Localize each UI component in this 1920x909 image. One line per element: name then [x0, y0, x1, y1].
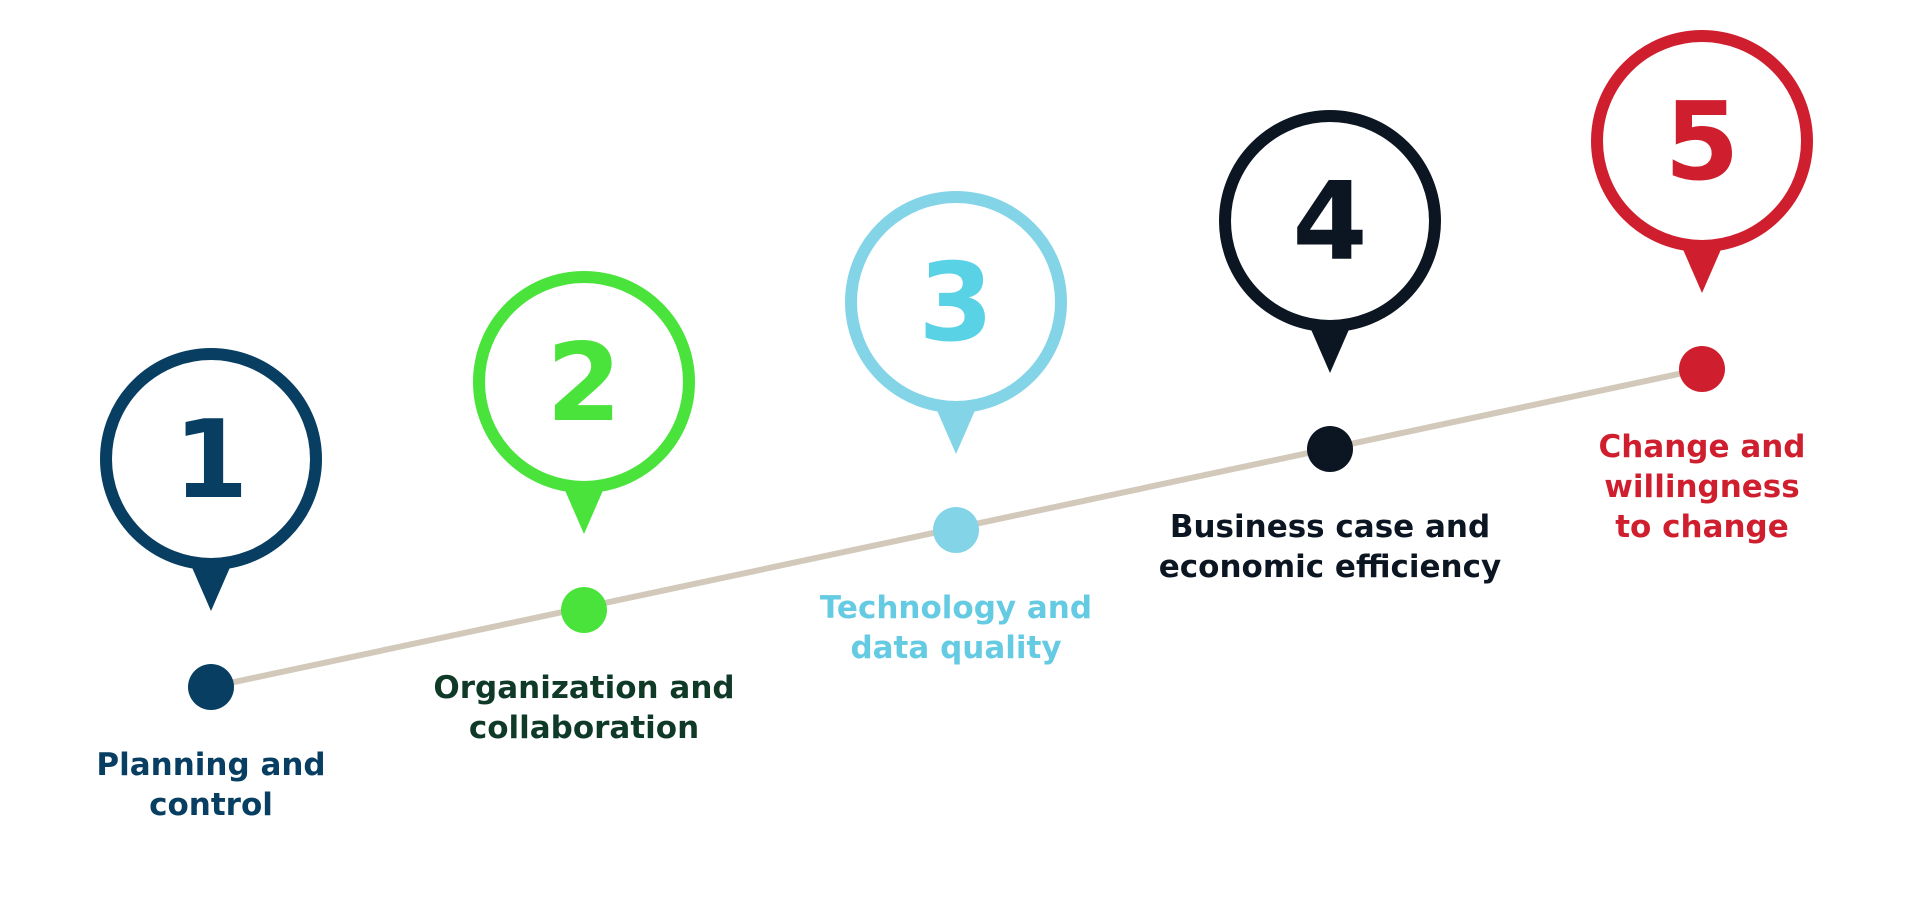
pin-circle — [1591, 30, 1813, 252]
milestone-dot — [188, 664, 234, 710]
pin-number: 1 — [173, 398, 248, 523]
step-label-line: control — [149, 787, 273, 823]
step-label-line: data quality — [850, 630, 1061, 666]
pin-circle — [1219, 110, 1441, 332]
step-label-line: collaboration — [469, 710, 699, 746]
pin-circle — [100, 348, 322, 570]
step-label: Organization and collaboration — [433, 670, 734, 746]
step-label: Business case and economic efficiency — [1159, 509, 1501, 585]
pin-number: 5 — [1664, 80, 1739, 205]
milestone-dot — [561, 587, 607, 633]
step-label: Planning and control — [96, 747, 325, 823]
milestone-dot — [1679, 346, 1725, 392]
step-label: Change and willingness to change — [1599, 429, 1806, 545]
step-label-line: Change and — [1599, 429, 1806, 465]
step-label-line: economic efficiency — [1159, 549, 1501, 585]
pin-number: 2 — [546, 321, 621, 446]
step-label-line: Technology and — [820, 590, 1092, 626]
pin-circle — [845, 191, 1067, 413]
pin-number: 3 — [918, 241, 993, 366]
step-label-line: Business case and — [1170, 509, 1490, 545]
step-label-line: willingness — [1604, 469, 1799, 505]
step-label-line: to change — [1615, 509, 1789, 545]
step-label: Technology and data quality — [820, 590, 1092, 666]
step-label-line: Planning and — [96, 747, 325, 783]
milestone-dot — [1307, 426, 1353, 472]
milestone-dot — [933, 507, 979, 553]
step-label-line: Organization and — [433, 670, 734, 706]
pin-circle — [473, 271, 695, 493]
pin-number: 4 — [1292, 160, 1367, 285]
